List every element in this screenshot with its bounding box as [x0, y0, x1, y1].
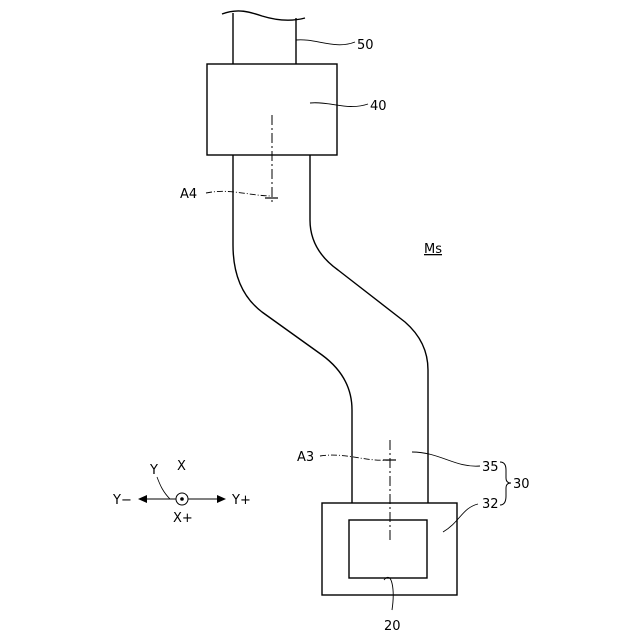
ref-label-30: 30	[513, 477, 530, 492]
leader-a4	[206, 191, 272, 196]
axis-label-y: Y	[149, 463, 158, 478]
axis-label-y-minus: Y−	[112, 493, 132, 508]
tube-left-edge	[233, 155, 352, 503]
axis-label-x-plus: X+	[173, 511, 193, 526]
ref-label-35: 35	[482, 460, 499, 475]
brace-30	[500, 462, 511, 505]
leader-40	[310, 103, 368, 107]
tube-right-edge	[310, 155, 428, 503]
leader-20	[384, 577, 393, 610]
member-50-break-line	[222, 11, 305, 20]
ref-label-32: 32	[482, 497, 499, 512]
leader-35	[412, 452, 480, 466]
axis-label-x: X	[177, 459, 186, 474]
ref-label-50: 50	[357, 38, 374, 53]
ref-label-a4: A4	[180, 187, 197, 202]
leader-y-axis	[157, 477, 170, 499]
leader-50	[296, 40, 355, 45]
arrow-y-plus-icon	[217, 495, 226, 503]
window-20	[349, 520, 427, 578]
ref-label-a3: A3	[297, 450, 314, 465]
coordinate-system: Y X Y− Y+ X+	[112, 459, 251, 526]
axis-label-y-plus: Y+	[231, 493, 251, 508]
ref-label-40: 40	[370, 99, 387, 114]
leader-32	[443, 504, 478, 532]
ref-label-ms: Ms	[424, 242, 442, 257]
axis-x-dot-icon	[180, 497, 184, 501]
ref-label-20: 20	[384, 619, 401, 634]
leader-a3	[320, 455, 390, 460]
arrow-y-minus-icon	[138, 495, 147, 503]
